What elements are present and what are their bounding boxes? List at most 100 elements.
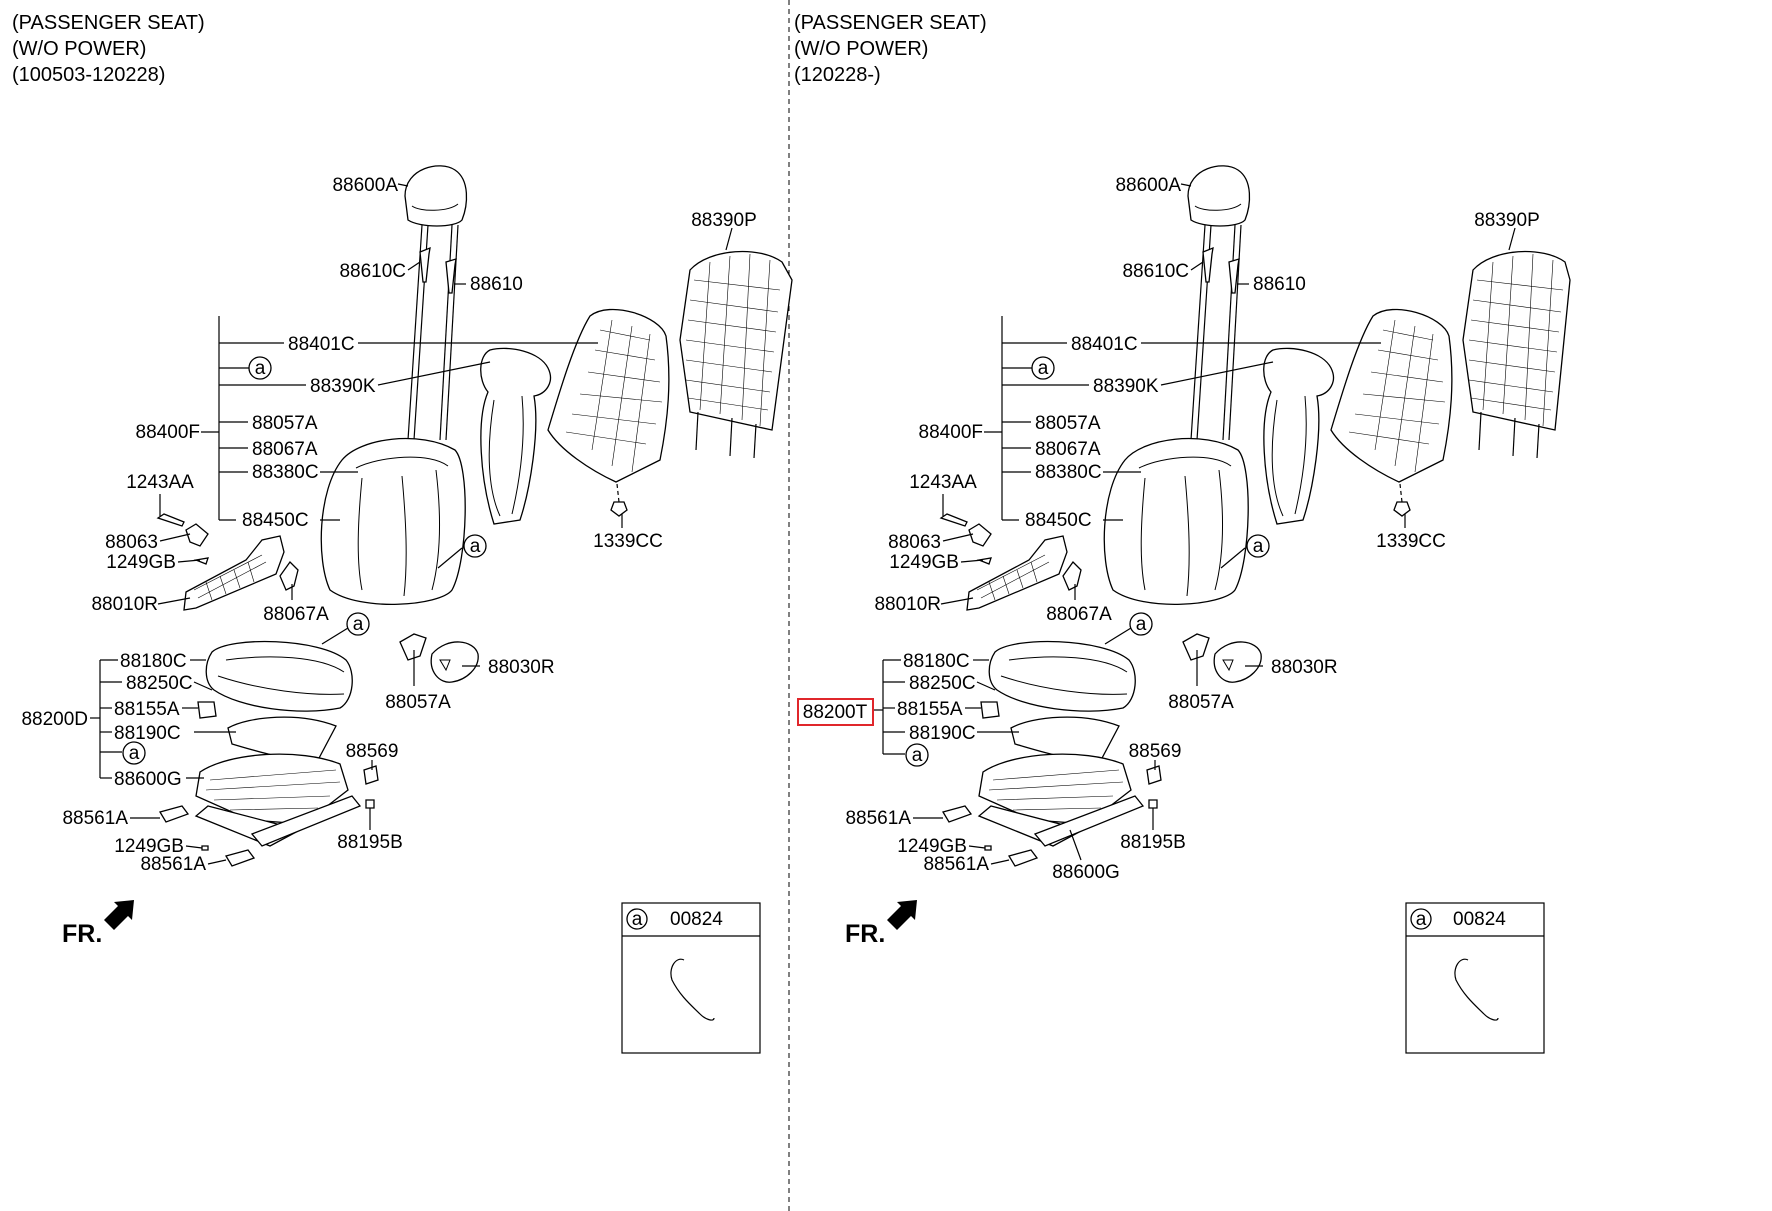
front-label: FR. [62, 920, 102, 948]
right-header: (PASSENGER SEAT) (W/O POWER) (120228-) [794, 10, 987, 88]
label-cushion-assy-right: 88200T [803, 702, 868, 723]
left-header: (PASSENGER SEAT) (W/O POWER) (100503-120… [12, 10, 205, 88]
label-cover-r-right: 88030R [1271, 657, 1338, 678]
cushion-frame-illustration-right [942, 753, 1162, 867]
label-screw-gb-2-right: 1249GB [897, 836, 967, 857]
side-pad-illustration-right [1263, 347, 1335, 525]
label-rail-cover-1: 88561A [62, 808, 128, 829]
callout-circles-right [905, 356, 1270, 767]
back-cover-illustration-right [1462, 250, 1571, 459]
label-cushion-pad: 88250C [126, 673, 193, 694]
label-rail-cover-1-right: 88561A [845, 808, 911, 829]
label-rail-cover-2: 88561A [140, 854, 206, 875]
label-module-right: 88155A [897, 699, 963, 720]
label-back-frame-c: 88450C [242, 510, 309, 531]
callout-circles [122, 356, 487, 765]
leader-lines [90, 183, 733, 865]
label-screw-gb-1: 1249GB [106, 552, 176, 573]
front-arrow-icon [104, 900, 134, 930]
label-guide: 88610 [470, 274, 523, 295]
label-cushion-cover: 88180C [120, 651, 187, 672]
front-indicator-right: FR. [845, 900, 917, 948]
label-hinge-a-1-right: 88057A [1035, 413, 1101, 434]
label-nut: 1339CC [593, 531, 663, 552]
back-pad-illustration-right [1103, 437, 1249, 605]
label-cushion-frame: 88600G [114, 769, 182, 790]
front-label-right: FR. [845, 920, 885, 948]
inset-callout-letter-right: a [1416, 909, 1427, 930]
label-clip-right: 88569 [1129, 741, 1182, 762]
label-callout-a-3: a [353, 614, 364, 635]
part-labels-right: 88600A 88610C 88610 88390P 88401C a 8839… [803, 175, 1540, 883]
label-hinge-a-1: 88057A [252, 413, 318, 434]
back-frame-illustration [547, 308, 670, 517]
label-screw-gb-1-right: 1249GB [889, 552, 959, 573]
inset-part-number: 00824 [670, 909, 723, 930]
label-hinge-a-2-right: 88057A [1168, 692, 1234, 713]
label-pad-side-right: 88390K [1093, 376, 1159, 397]
inset-callout-letter: a [632, 909, 643, 930]
label-back-frame-c-right: 88450C [1025, 510, 1092, 531]
label-cushion-trim-right: 88190C [909, 723, 976, 744]
label-back-assy: 88400F [136, 422, 200, 443]
label-hinge-b-2-right: 88067A [1046, 604, 1112, 625]
label-callout-a-4: a [129, 743, 140, 764]
label-module: 88155A [114, 699, 180, 720]
right-header-line-2: (W/O POWER) [794, 38, 929, 60]
label-rail-cover-2-right: 88561A [923, 854, 989, 875]
label-headrest-right: 88600A [1115, 175, 1181, 196]
label-callout-a-1: a [255, 358, 266, 379]
part-labels: 88600A 88610C 88610 88390P 88401C a 8839… [21, 175, 756, 875]
front-arrow-icon-right [887, 900, 917, 930]
left-header-line-3: (100503-120228) [12, 64, 166, 86]
label-bolt-right: 88195B [1120, 832, 1186, 853]
wire-clip-illustration [670, 958, 715, 1021]
back-pad-illustration [320, 437, 466, 605]
label-callout-a-3-right: a [1136, 614, 1147, 635]
label-bracket: 88063 [105, 532, 158, 553]
label-hinge-b-1-right: 88067A [1035, 439, 1101, 460]
label-nut-right: 1339CC [1376, 531, 1446, 552]
label-hinge-b-2: 88067A [263, 604, 329, 625]
left-panel: 88600A 88610C 88610 88390P 88401C a 8839… [21, 165, 793, 1054]
label-pad-side: 88390K [310, 376, 376, 397]
small-hardware-illustration-right [939, 513, 1262, 683]
left-header-line-1: (PASSENGER SEAT) [12, 12, 205, 34]
label-callout-a-2: a [470, 536, 481, 557]
headrest-illustration [404, 165, 468, 441]
label-shield-right: 88010R [874, 594, 941, 615]
label-shield: 88010R [91, 594, 158, 615]
back-frame-illustration-right [1330, 308, 1453, 517]
label-bracket-right: 88063 [888, 532, 941, 553]
left-header-line-2: (W/O POWER) [12, 38, 147, 60]
right-header-line-1: (PASSENGER SEAT) [794, 12, 987, 34]
label-cushion-pad-right: 88250C [909, 673, 976, 694]
label-guide-c: 88610C [339, 261, 406, 282]
label-callout-a-2-right: a [1253, 536, 1264, 557]
highlight-88200T [797, 698, 874, 726]
label-back-pad-right: 88380C [1035, 462, 1102, 483]
headrest-illustration-right [1187, 165, 1251, 441]
label-bolt: 88195B [337, 832, 403, 853]
label-cover-back-right: 88390P [1474, 210, 1540, 231]
wire-clip-illustration-right [1454, 958, 1499, 1021]
label-screw-gb-2: 1249GB [114, 836, 184, 857]
small-hardware-illustration [156, 513, 479, 683]
side-pad-illustration [480, 347, 552, 525]
inset-part-number-right: 00824 [1453, 909, 1506, 930]
label-back-assy-right: 88400F [919, 422, 983, 443]
front-indicator: FR. [62, 900, 134, 948]
shield-illustration [183, 535, 285, 611]
shield-illustration-right [966, 535, 1068, 611]
label-cushion-cover-right: 88180C [903, 651, 970, 672]
leader-lines-right [874, 183, 1516, 865]
label-callout-a-1-right: a [1038, 358, 1049, 379]
label-callout-a-4-right: a [912, 745, 923, 766]
label-screw-aa: 1243AA [126, 472, 194, 493]
right-header-line-3: (120228-) [794, 64, 881, 86]
label-guide-right: 88610 [1253, 274, 1306, 295]
label-hinge-b-1: 88067A [252, 439, 318, 460]
cushion-frame-illustration [159, 753, 379, 867]
label-guide-c-right: 88610C [1122, 261, 1189, 282]
